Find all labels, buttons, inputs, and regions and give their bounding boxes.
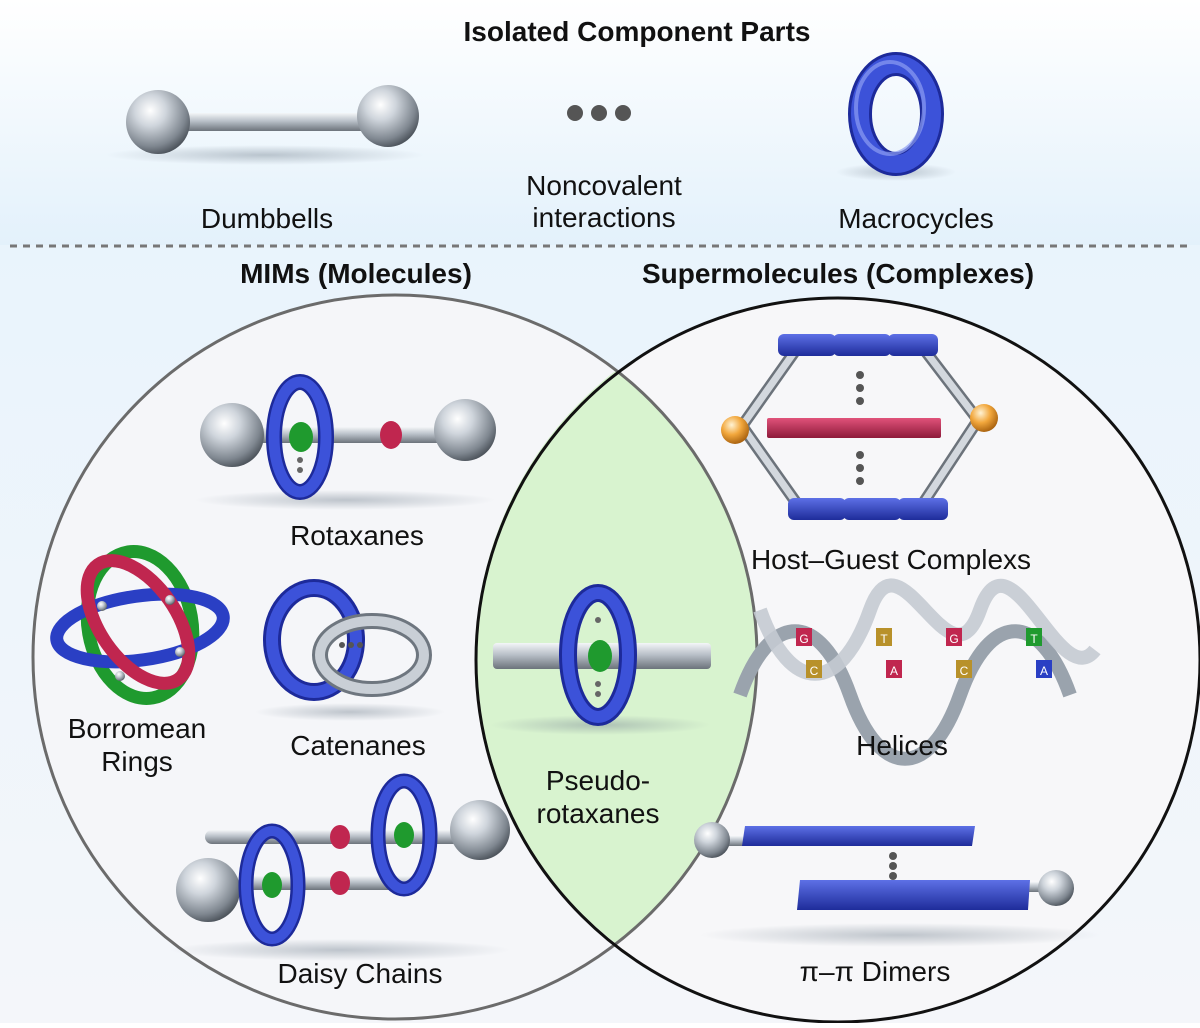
host-guest-illustration [721,334,998,520]
dumbbells-label: Dumbbells [201,203,333,234]
dna-base-6: C [960,664,969,678]
dna-base-4: A [890,664,898,678]
host-guest-label: Host–Guest Complexs [751,544,1031,575]
dna-base-1: G [799,632,808,646]
pi-pi-dimers-label: π–π Dimers [800,956,951,987]
pseudorotaxanes-label-line2: rotaxanes [537,798,660,829]
dumbbell-illustration [105,85,425,165]
daisy-chain-illustration [170,773,510,961]
top-section-title: Isolated Component Parts [464,16,811,47]
pseudorotaxane-illustration [490,584,711,735]
rotaxanes-label: Rotaxanes [290,520,424,551]
noncovalent-label-line2: interactions [532,202,675,233]
dna-base-8: A [1040,664,1048,678]
pi-pi-dimer-illustration [694,822,1100,947]
borromean-label-line1: Borromean [68,713,207,744]
daisy-chains-label: Daisy Chains [278,958,443,989]
dna-base-7: T [1030,632,1038,646]
right-circle-outline [474,296,1200,1024]
dna-base-5: G [949,632,958,646]
borromean-label-line2: Rings [101,746,173,777]
dna-base-3: T [880,632,888,646]
catenane-illustration [255,579,445,721]
borromean-rings-illustration [50,545,230,705]
macrocycle-illustration [836,52,956,181]
dna-base-2: C [810,664,819,678]
catenanes-label: Catenanes [290,730,425,761]
pseudorotaxanes-label-line1: Pseudo- [546,765,650,796]
left-circle-title: MIMs (Molecules) [240,258,472,289]
helices-label: Helices [856,730,948,761]
noncovalent-label-line1: Noncovalent [526,170,682,201]
rotaxane-illustration [195,374,496,510]
noncovalent-dots-icon [567,105,631,121]
macrocycles-label: Macrocycles [838,203,994,234]
right-circle-title: Supermolecules (Complexes) [642,258,1034,289]
helix-illustration: G C T A G C T A [733,578,1101,766]
